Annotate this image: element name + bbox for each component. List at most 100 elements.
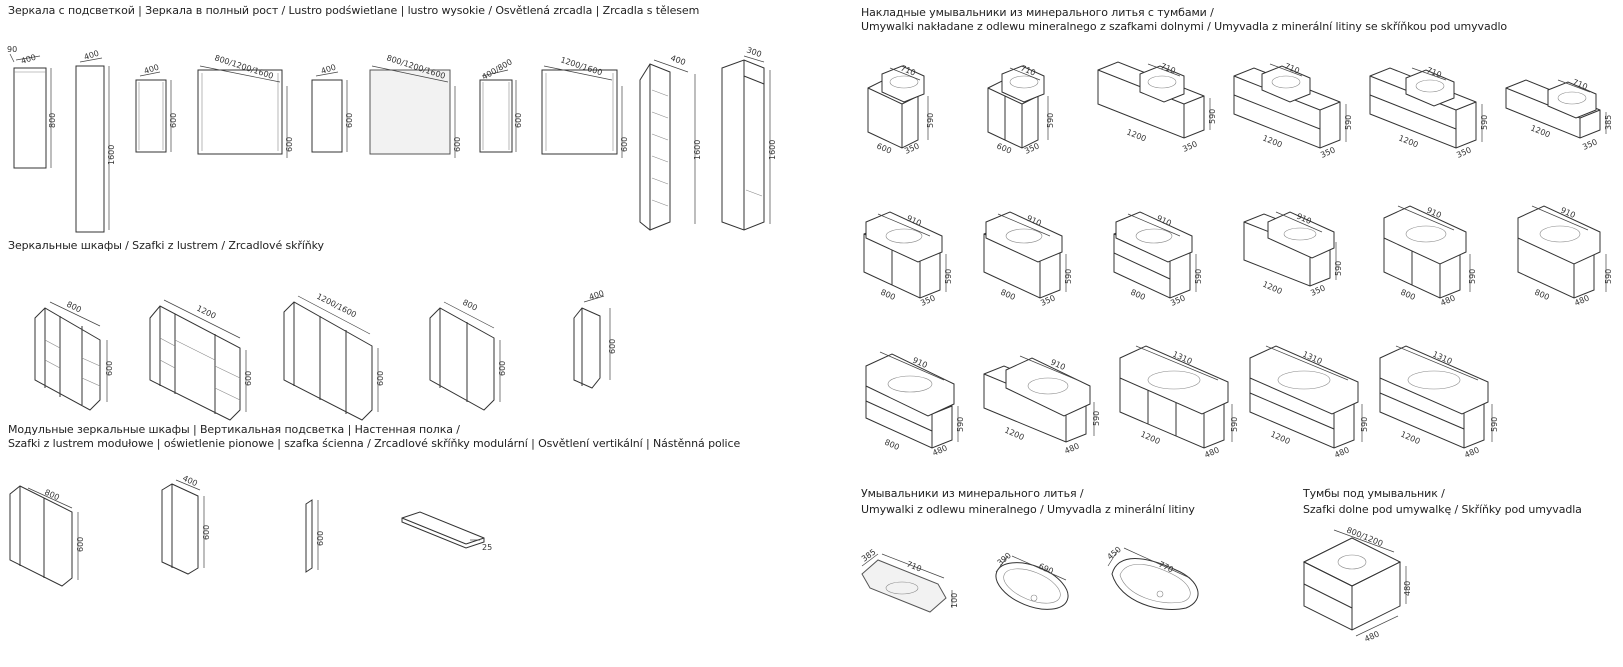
section-title-basins-line1: Умывальники из минерального литья / — [861, 487, 1084, 500]
section-title-modular-line2: Szafki z lustrem modułowe | oświetlenie … — [8, 437, 741, 450]
mirror-4: 800/1200/1600 600 — [197, 53, 294, 158]
r3-2-height: 590 — [1092, 411, 1101, 426]
mirror-5-width: 400 — [320, 63, 337, 76]
vanity-cabinet: 800/1200 480 480 — [1302, 526, 1412, 644]
section-title-vanity-line2: Szafki dolne pod umywalkę / Skříňky pod … — [1303, 503, 1582, 516]
r1-6-height: 385 — [1604, 115, 1613, 130]
r2-3-width: 800 — [1129, 288, 1147, 302]
r2-1-height: 590 — [944, 269, 953, 284]
basin-cabinet-r2-1: 910 800 350 590 — [863, 211, 953, 308]
r3-2-width: 1200 — [1003, 426, 1025, 443]
mirror-2-height: 1600 — [107, 145, 116, 165]
mirror-9-tall-cabinet: 400 1600 — [639, 53, 702, 231]
r1-5-width: 1200 — [1397, 134, 1419, 150]
section-title-mirrors: Зеркала с подсветкой | Зеркала в полный … — [8, 4, 700, 17]
mirror-1-width: 400 — [20, 53, 37, 66]
modular-3-vertical-light: 600 — [305, 499, 325, 573]
mirror-10-column: 300 1600 — [721, 45, 777, 231]
r1-4-width: 1200 — [1261, 134, 1283, 150]
cabinet-4-height: 600 — [498, 361, 507, 376]
r1-1-width: 600 — [875, 142, 893, 156]
cabinet-3-width: 1200/1600 — [315, 292, 358, 320]
r1-6-depth: 350 — [1581, 137, 1599, 151]
basin-1: 385 710 100 — [860, 547, 959, 613]
mirror-2: 400 1600 — [75, 49, 116, 233]
r3-2-depth: 480 — [1063, 441, 1081, 455]
mirror-3-height: 600 — [169, 113, 178, 128]
modular-2-height: 600 — [202, 525, 211, 540]
basin-cabinet-r3-4: 1310 1200 480 590 — [1249, 345, 1369, 460]
mirror-7-height: 600 — [514, 113, 523, 128]
cabinet-2-width: 1200 — [195, 304, 217, 321]
basin-cabinet-r1-4: 710 1200 350 590 — [1233, 62, 1353, 160]
mirror-6-height: 600 — [453, 137, 462, 152]
basin-3: 450 770 — [1106, 545, 1199, 610]
mirror-10-height: 1600 — [768, 140, 777, 160]
r2-2-width: 800 — [999, 288, 1017, 302]
cabinet-1-height: 600 — [105, 361, 114, 376]
cabinet-3-height: 600 — [376, 371, 385, 386]
basin-cabinet-r3-1: 910 800 480 590 — [865, 351, 965, 458]
r2-4-height: 590 — [1334, 261, 1343, 276]
r1-1-height: 590 — [926, 113, 935, 128]
modular-4-thickness: 25 — [482, 543, 492, 552]
mirror-1: 90 400 800 — [7, 45, 57, 169]
mirror-6: 800/1200/1600 600 — [369, 53, 462, 158]
mirror-1-height: 800 — [48, 113, 57, 128]
basin-1-height: 100 — [950, 593, 959, 608]
r2-1-width: 800 — [879, 288, 897, 302]
basin-cabinet-r1-5: 710 1200 350 590 — [1369, 66, 1489, 160]
cabinet-5-width: 400 — [588, 289, 605, 302]
mirror-8-height: 600 — [620, 137, 629, 152]
basin-cabinet-r1-2: 710 600 350 590 — [987, 64, 1055, 156]
section-title-basins-cabinets-line2: Umywalki nakładane z odlewu mineralnego … — [861, 20, 1508, 33]
section-title-basins-line2: Umywalki z odlewu mineralnego / Umyvadla… — [861, 503, 1195, 516]
r1-4-height: 590 — [1344, 115, 1353, 130]
r3-4-width: 1200 — [1269, 430, 1291, 447]
modular-1-height: 600 — [76, 537, 85, 552]
cabinet-4-width: 800 — [461, 298, 479, 313]
basin-cabinet-r1-1: 710 600 350 590 — [867, 64, 935, 156]
r2-6-width: 800 — [1533, 288, 1551, 302]
section-title-vanity-line1: Тумбы под умывальник / — [1303, 487, 1445, 500]
r2-5-width: 800 — [1399, 288, 1417, 302]
modular-1: 800 600 — [9, 485, 85, 587]
mirror-9-height: 1600 — [693, 140, 702, 160]
mirror-9-width: 400 — [669, 53, 686, 67]
mirror-7: 400/800 600 — [479, 57, 523, 153]
r1-3-depth: 350 — [1181, 139, 1199, 153]
basin-cabinet-r3-3: 1310 1200 480 590 — [1119, 345, 1239, 460]
mirror-8: 1200/1600 600 — [541, 55, 629, 158]
r3-1-width: 800 — [883, 438, 901, 452]
cabinet-2-height: 600 — [244, 371, 253, 386]
r2-6-height: 590 — [1604, 269, 1613, 284]
mirror-2-width: 400 — [83, 49, 100, 62]
cabinet-5: 400 600 — [573, 289, 617, 389]
r3-4-height: 590 — [1360, 417, 1369, 432]
basin-cabinet-r1-3: 710 1200 350 590 — [1097, 61, 1217, 154]
basin-cabinet-r2-3: 910 800 350 590 — [1113, 211, 1203, 308]
basin-cabinet-r2-2: 910 800 350 590 — [983, 211, 1073, 308]
modular-3-height: 600 — [316, 531, 325, 546]
mirror-5: 400 600 — [311, 63, 354, 153]
basin-2: 390 690 — [995, 551, 1069, 610]
r3-3-width: 1200 — [1139, 430, 1161, 447]
basin-cabinet-r2-6: 910 800 480 590 — [1517, 205, 1613, 308]
basin-cabinet-r3-5: 1310 1200 480 590 — [1379, 345, 1499, 460]
modular-2: 400 600 — [161, 474, 211, 575]
r3-5-width: 1200 — [1399, 430, 1421, 447]
basin-cabinet-r1-6: 710 1200 350 385 — [1505, 78, 1613, 152]
mirror-7-width: 400/800 — [481, 57, 514, 81]
r2-4-width: 1200 — [1261, 280, 1283, 297]
basin-cabinet-r3-2: 910 1200 480 590 — [983, 355, 1101, 456]
cabinet-4: 800 600 — [429, 298, 507, 411]
section-title-basins-cabinets-line1: Накладные умывальники из минерального ли… — [861, 6, 1214, 19]
mirror-3: 400 600 — [135, 63, 178, 153]
r1-3-height: 590 — [1208, 109, 1217, 124]
cabinet-2: 1200 600 — [149, 299, 253, 421]
mirror-1-depth: 90 — [7, 45, 17, 54]
cabinet-5-height: 600 — [608, 339, 617, 354]
r1-2-height: 590 — [1046, 113, 1055, 128]
r3-1-height: 590 — [956, 417, 965, 432]
